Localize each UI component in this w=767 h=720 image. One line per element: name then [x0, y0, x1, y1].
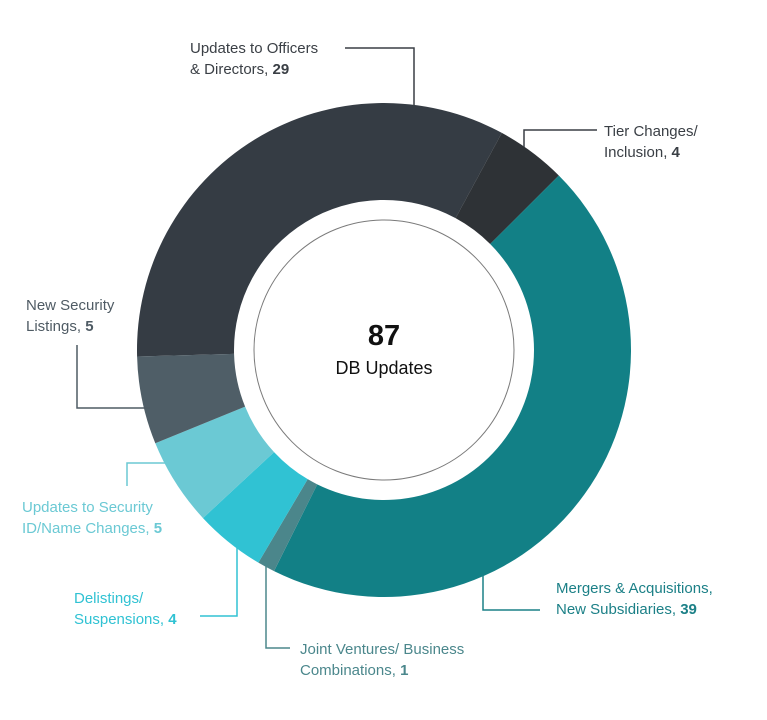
- label-line: Inclusion,: [604, 144, 672, 161]
- label-value: 1: [400, 662, 408, 679]
- label-line: Updates to Security: [22, 499, 153, 516]
- label-line: Listings,: [26, 318, 85, 335]
- leader-tier: [523, 129, 597, 147]
- label-line: Joint Ventures/ Business: [300, 641, 464, 658]
- label-line: Mergers & Acquisitions,: [556, 580, 713, 597]
- leader-mergers: [482, 575, 540, 611]
- leader-security-id: [126, 462, 166, 486]
- label-value: 5: [85, 318, 93, 335]
- donut-slice: [137, 353, 246, 444]
- donut-slice: [203, 452, 308, 563]
- label-joint-ventures: Joint Ventures/ Business Combinations, 1: [300, 641, 468, 679]
- label-line: ID/Name Changes,: [22, 520, 154, 537]
- center-ring: [253, 219, 515, 481]
- label-officers: Updates to Officers & Directors, 29: [190, 40, 322, 78]
- label-line: & Directors,: [190, 61, 273, 78]
- label-delistings: Delistings/ Suspensions, 4: [74, 590, 177, 628]
- label-line: Delistings/: [74, 590, 144, 607]
- label-security-id: Updates to Security ID/Name Changes, 5: [22, 499, 162, 537]
- label-new-security: New Security Listings, 5: [26, 297, 119, 335]
- leader-joint-ventures: [265, 563, 290, 649]
- leader-delistings: [200, 548, 238, 617]
- donut-slice: [137, 103, 502, 357]
- donut-slice: [455, 132, 559, 245]
- donut-slice: [258, 479, 318, 572]
- leader-new-security: [76, 345, 150, 409]
- label-value: 4: [672, 144, 681, 161]
- center-total: 87: [368, 320, 400, 352]
- label-line: New Security: [26, 297, 115, 314]
- label-value: 39: [680, 601, 697, 618]
- label-value: 5: [154, 520, 162, 537]
- donut-slice: [274, 175, 632, 598]
- label-tier: Tier Changes/ Inclusion, 4: [604, 123, 702, 161]
- label-mergers: Mergers & Acquisitions, New Subsidiaries…: [556, 580, 717, 618]
- leader-officers: [345, 47, 415, 106]
- label-line: Suspensions,: [74, 611, 168, 628]
- label-line: New Subsidiaries,: [556, 601, 680, 618]
- label-line: Combinations,: [300, 662, 400, 679]
- label-line: Updates to Officers: [190, 40, 318, 57]
- donut-slice: [155, 406, 275, 519]
- donut-slices: [137, 103, 632, 598]
- center-label: DB Updates: [335, 358, 432, 378]
- label-line: Tier Changes/: [604, 123, 698, 140]
- label-value: 29: [273, 61, 290, 78]
- label-value: 4: [168, 611, 177, 628]
